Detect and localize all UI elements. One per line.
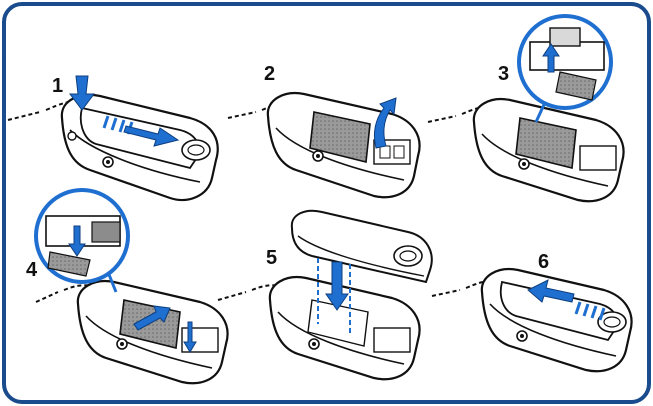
step-5-cover-down-arrow — [325, 261, 349, 311]
step-1-press-arrow — [69, 75, 95, 111]
step-3-zoom-inset — [517, 14, 613, 110]
step-2-panel: 2 — [227, 63, 421, 199]
step-1-panel: 1 — [7, 75, 219, 202]
step-5-alignment-guides — [317, 258, 351, 334]
step-6-slide-lock-arrow — [527, 279, 575, 303]
step-6-number: 6 — [538, 251, 549, 273]
step-5-panel: 5 — [217, 209, 433, 381]
step-3-number: 3 — [498, 63, 509, 85]
step-2-battery — [309, 111, 371, 163]
step-5-cable — [217, 284, 281, 301]
step-4-sim-insert-arrow — [68, 225, 86, 257]
step-6-panel: 6 — [431, 251, 633, 373]
step-2-lift-arrow — [373, 97, 397, 149]
step-3-sim-release-arrow — [542, 43, 560, 73]
step-1-slide-arrow — [123, 125, 180, 147]
step-3-battery — [515, 117, 577, 169]
step-2-number: 2 — [264, 63, 275, 85]
step-5-number: 5 — [266, 247, 277, 269]
step-6-cable — [431, 280, 495, 297]
step-5-back-cover — [290, 209, 433, 284]
step-1-cable — [7, 100, 81, 121]
step-3-panel: 3 — [427, 14, 625, 203]
step-4-number: 4 — [26, 259, 38, 281]
step-4-zoom-inset — [34, 188, 130, 284]
step-4-cable — [35, 284, 93, 303]
step-1-number: 1 — [52, 75, 63, 97]
step-4-battery-insert-arrow — [133, 305, 171, 331]
step-6-grip-stripes — [574, 301, 606, 321]
step-3-cable — [427, 106, 491, 123]
step-1-back-cover — [79, 106, 201, 170]
step-4-panel: 4 — [26, 188, 229, 385]
